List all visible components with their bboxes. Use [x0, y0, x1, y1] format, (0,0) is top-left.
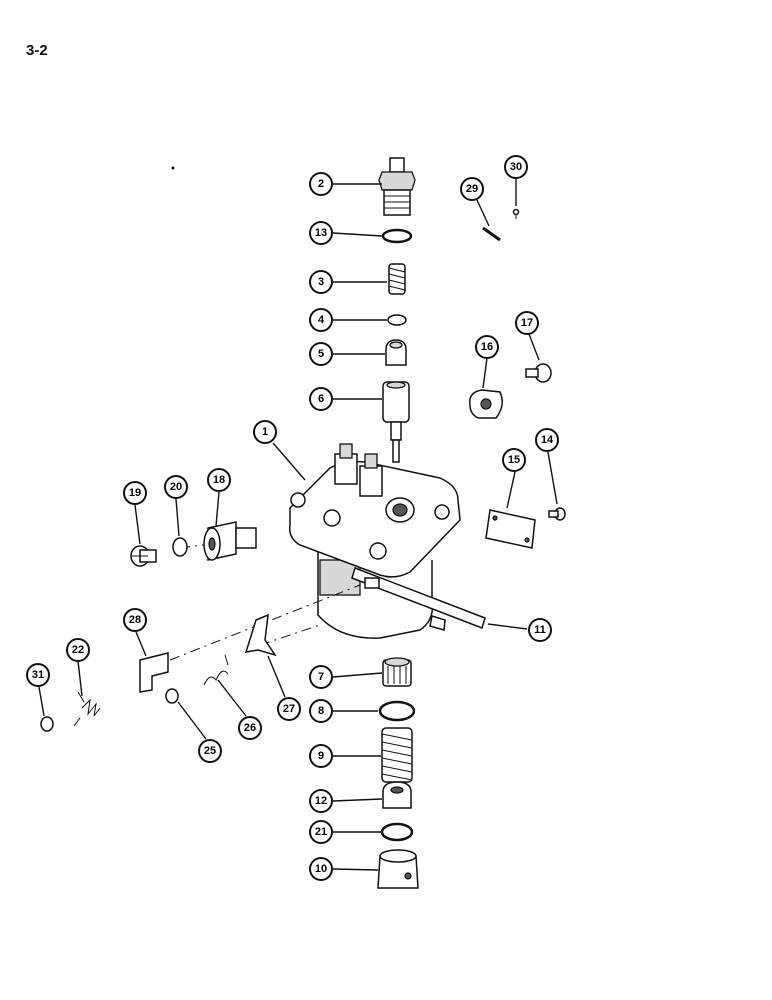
callout-13: 13 — [309, 221, 333, 245]
svg-text:16: 16 — [481, 341, 493, 353]
part-o-ring — [381, 228, 413, 244]
callout-15: 15 — [502, 448, 526, 472]
callout-16: 16 — [475, 335, 499, 359]
svg-text:15: 15 — [508, 454, 520, 466]
svg-text:8: 8 — [318, 705, 324, 717]
svg-text:9: 9 — [318, 750, 324, 762]
svg-text:12: 12 — [315, 795, 327, 807]
svg-text:3: 3 — [318, 276, 324, 288]
svg-text:26: 26 — [244, 722, 256, 734]
callout-1: 1 — [253, 420, 277, 444]
callout-20: 20 — [164, 475, 188, 499]
part-tappet — [382, 657, 412, 687]
callout-9: 9 — [309, 744, 333, 768]
callout-27: 27 — [277, 697, 301, 721]
page-number: 3-2 — [26, 42, 48, 59]
part-washer-8 — [378, 700, 416, 722]
svg-text:31: 31 — [32, 669, 44, 681]
part-plunger — [382, 381, 410, 463]
part-nipple-small — [512, 208, 520, 219]
part-plate-15 — [485, 509, 536, 549]
part-screw-17 — [525, 363, 552, 383]
callout-25: 25 — [198, 739, 222, 763]
svg-text:4: 4 — [318, 314, 325, 326]
callout-17: 17 — [515, 311, 539, 335]
callout-2: 2 — [309, 172, 333, 196]
callout-22: 22 — [66, 638, 90, 662]
part-screw-14 — [548, 507, 566, 521]
axis-line-linkage — [169, 584, 361, 661]
svg-text:6: 6 — [318, 393, 324, 405]
part-washer-25 — [165, 688, 179, 704]
part-screw-19 — [130, 545, 157, 567]
svg-text:1: 1 — [262, 426, 268, 438]
part-washer-20 — [172, 537, 188, 557]
part-bracket-16 — [469, 389, 503, 419]
svg-text:29: 29 — [466, 183, 478, 195]
svg-text:25: 25 — [204, 745, 216, 757]
stray-dot — [171, 166, 175, 170]
part-spring-small — [388, 263, 406, 295]
callout-14: 14 — [535, 428, 559, 452]
svg-text:10: 10 — [315, 863, 327, 875]
callout-31: 31 — [26, 663, 50, 687]
part-spring-large — [381, 727, 413, 783]
callout-18: 18 — [207, 468, 231, 492]
svg-text:18: 18 — [213, 474, 225, 486]
part-spring-26 — [203, 654, 229, 686]
callout-11: 11 — [528, 618, 552, 642]
callout-30: 30 — [504, 155, 528, 179]
svg-text:7: 7 — [318, 671, 324, 683]
part-lever-28 — [139, 652, 169, 693]
svg-text:22: 22 — [72, 644, 84, 656]
part-valve-cap — [385, 339, 407, 366]
leader-lines — [38, 178, 558, 871]
svg-text:28: 28 — [129, 614, 141, 626]
svg-text:27: 27 — [283, 703, 295, 715]
callout-26: 26 — [238, 716, 262, 740]
part-bushing-18 — [203, 521, 257, 561]
svg-text:19: 19 — [129, 487, 141, 499]
callout-4: 4 — [309, 308, 333, 332]
part-washer-31 — [40, 716, 54, 732]
svg-text:17: 17 — [521, 317, 533, 329]
callout-28: 28 — [123, 608, 147, 632]
part-lever-27 — [244, 613, 277, 657]
callout-6: 6 — [309, 387, 333, 411]
callout-8: 8 — [309, 699, 333, 723]
svg-text:2: 2 — [318, 178, 324, 190]
part-cup — [377, 849, 419, 889]
axis-line-lever — [259, 624, 321, 646]
svg-text:5: 5 — [318, 348, 324, 360]
part-delivery-valve-holder — [378, 157, 416, 216]
part-spring-seat — [382, 781, 412, 809]
svg-text:30: 30 — [510, 161, 522, 173]
callout-10: 10 — [309, 857, 333, 881]
svg-text:20: 20 — [170, 481, 182, 493]
callout-19: 19 — [123, 481, 147, 505]
part-pin — [482, 226, 501, 242]
svg-text:13: 13 — [315, 227, 327, 239]
svg-text:21: 21 — [315, 826, 327, 838]
callout-5: 5 — [309, 342, 333, 366]
callout-21: 21 — [309, 820, 333, 844]
callout-29: 29 — [460, 177, 484, 201]
svg-text:11: 11 — [534, 624, 546, 636]
callout-3: 3 — [309, 270, 333, 294]
callout-7: 7 — [309, 665, 333, 689]
svg-text:14: 14 — [541, 434, 554, 446]
part-pump-body — [288, 443, 486, 639]
part-washer-small — [387, 314, 407, 326]
callout-12: 12 — [309, 789, 333, 813]
part-spring-22 — [73, 691, 101, 727]
part-ring-21 — [380, 822, 414, 842]
